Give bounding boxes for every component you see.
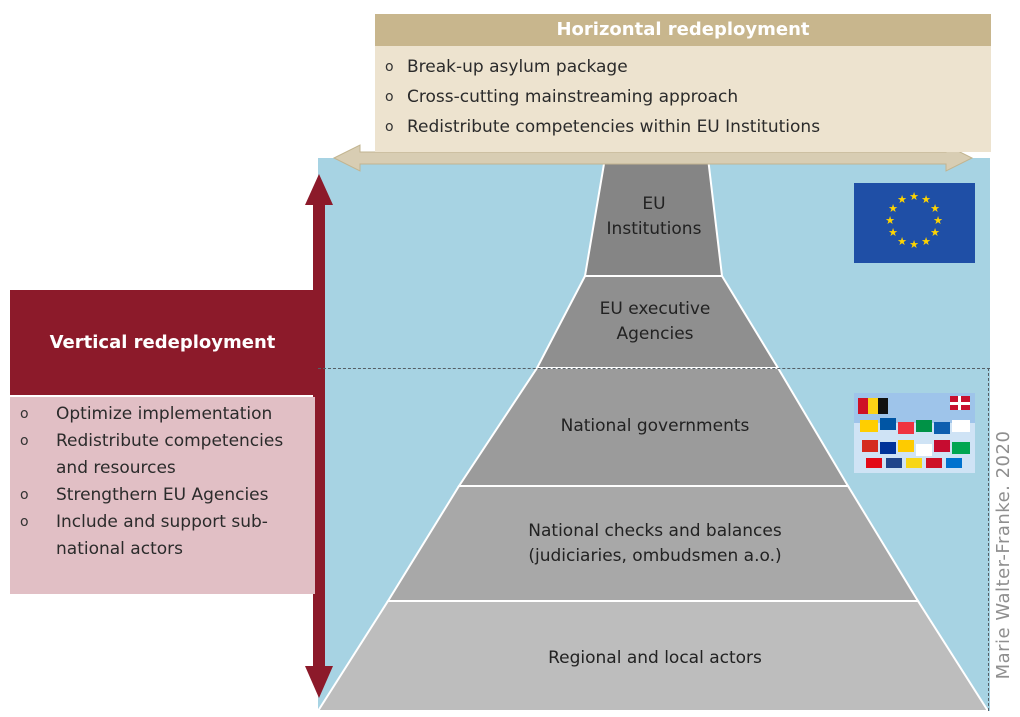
svg-text:★: ★ <box>930 226 940 239</box>
vertical-item-continued: and resources <box>10 455 315 482</box>
bullet-icon: o <box>20 406 29 422</box>
eu-flag-icon: ★ ★ ★ ★ ★ ★ ★ ★ ★ ★ ★ ★ <box>854 183 975 263</box>
vertical-item: o Include and support sub- <box>10 509 315 536</box>
level-national-checks: National checks and balances (judiciarie… <box>430 518 880 570</box>
bullet-icon: o <box>20 514 29 530</box>
svg-text:★: ★ <box>909 238 919 251</box>
svg-text:★: ★ <box>885 214 895 227</box>
level-national-checks-line2: (judiciaries, ombudsmen a.o.) <box>528 546 782 566</box>
vertical-item-text: and resources <box>56 458 176 478</box>
svg-text:★: ★ <box>909 190 919 203</box>
national-flags-icon <box>854 393 975 473</box>
horizontal-item-text: Cross-cutting mainstreaming approach <box>407 87 739 107</box>
svg-text:★: ★ <box>921 193 931 206</box>
horizontal-item-text: Redistribute competencies within EU Inst… <box>407 117 821 137</box>
divider-line <box>318 368 990 369</box>
level-regional-local: Regional and local actors <box>400 640 910 676</box>
divider-line-vertical <box>988 368 989 711</box>
author-credit: Marie Walter-Franke. 2020 <box>992 430 1014 680</box>
level-eu-agencies-line1: EU executive <box>599 299 711 319</box>
vertical-item-text: national actors <box>56 539 183 559</box>
svg-text:★: ★ <box>930 202 940 215</box>
vertical-arrow <box>305 174 333 698</box>
horizontal-redeployment-title: Horizontal redeployment <box>375 14 991 46</box>
svg-text:★: ★ <box>888 202 898 215</box>
level-national-checks-line1: National checks and balances <box>528 521 782 541</box>
svg-text:★: ★ <box>888 226 898 239</box>
vertical-item-text: Optimize implementation <box>56 404 273 424</box>
horizontal-item: o Break-up asylum package <box>375 52 991 82</box>
svg-text:★: ★ <box>897 235 907 248</box>
vertical-redeployment-title-text: Vertical redeployment <box>49 332 276 353</box>
vertical-item: o Redistribute competencies <box>10 428 315 455</box>
level-eu-institutions-line2: Institutions <box>606 219 702 239</box>
pyramid-level-5 <box>316 600 990 712</box>
horizontal-item-text: Break-up asylum package <box>407 57 628 77</box>
horizontal-item: o Redistribute competencies within EU Ins… <box>375 112 991 142</box>
vertical-redeployment-title: Vertical redeployment <box>10 290 315 395</box>
vertical-item-text: Include and support sub- <box>56 512 268 532</box>
vertical-item-continued: national actors <box>10 536 315 563</box>
vertical-item-text: Redistribute competencies <box>56 431 284 451</box>
level-eu-institutions-line1: EU <box>642 194 666 214</box>
horizontal-item: o Cross-cutting mainstreaming approach <box>375 82 991 112</box>
level-eu-agencies-line2: Agencies <box>616 324 694 344</box>
horizontal-arrow <box>332 144 974 172</box>
vertical-item-text: Strengthern EU Agencies <box>56 485 269 505</box>
level-national-governments: National governments <box>490 408 820 444</box>
level-regional-local-label: Regional and local actors <box>548 647 762 668</box>
bullet-icon: o <box>385 59 394 75</box>
svg-text:★: ★ <box>933 214 943 227</box>
bullet-icon: o <box>385 89 394 105</box>
vertical-item: o Strengthern EU Agencies <box>10 482 315 509</box>
vertical-item: o Optimize implementation <box>10 401 315 428</box>
level-national-governments-label: National governments <box>560 415 750 436</box>
svg-text:★: ★ <box>897 193 907 206</box>
level-eu-institutions: EU Institutions <box>585 182 723 252</box>
svg-text:★: ★ <box>921 235 931 248</box>
level-eu-agencies: EU executive Agencies <box>560 294 750 350</box>
bullet-icon: o <box>20 433 29 449</box>
bullet-icon: o <box>385 119 394 135</box>
bullet-icon: o <box>20 487 29 503</box>
